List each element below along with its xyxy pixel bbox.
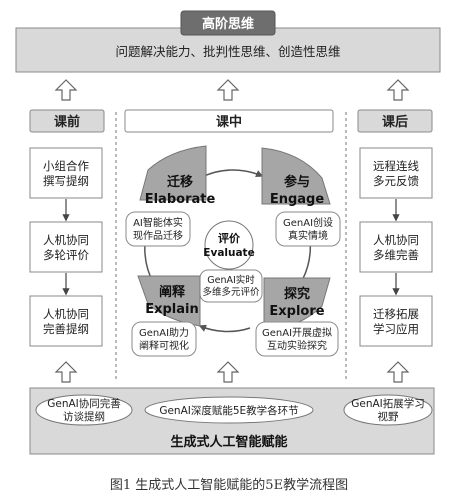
engage-en: Engage <box>270 192 325 207</box>
engage-cn: 参与 <box>284 174 310 190</box>
explain-en: Explain <box>145 302 199 317</box>
after-step-box <box>359 295 433 347</box>
explain-note: GenAI助力阐释可视化 <box>139 326 189 352</box>
elaborate-note-box <box>125 211 191 247</box>
phase-before-label: 课前 <box>54 114 80 130</box>
bottom-cloud <box>35 394 133 426</box>
bottom-cloud <box>343 394 433 426</box>
top-subtitle: 问题解决能力、批判性思维、创造性思维 <box>115 44 340 59</box>
explain-shape <box>137 275 201 327</box>
phase-during-label: 课中 <box>216 114 242 130</box>
after-step-text: 迁移拓展学习应用 <box>373 307 419 336</box>
elaborate-note: AI智能体实现作品迁移 <box>133 216 183 242</box>
explain-note-box <box>131 321 197 357</box>
engage-note-box <box>275 211 341 247</box>
evaluate-note: GenAI实时多维多元评价 <box>202 274 260 298</box>
before-step-text: 小组合作撰写提纲 <box>43 159 89 188</box>
engage-shape <box>261 147 331 205</box>
top-title: 高阶思维 <box>202 16 254 32</box>
before-step-text: 人机协同完善提纲 <box>43 307 89 336</box>
phase-after-header <box>357 109 433 133</box>
teaching-flow-diagram: 高阶思维 问题解决能力、批判性思维、创造性思维 课前 课中 课后 小组合作撰写提… <box>15 10 441 455</box>
after-step-text: 远程连线多元反馈 <box>373 159 419 188</box>
elaborate-cn: 迁移 <box>167 174 193 190</box>
evaluate-cn: 评价 <box>218 232 241 245</box>
evaluate-circle <box>204 220 254 270</box>
up-arrow-icon <box>54 361 410 383</box>
before-step-box <box>29 221 103 273</box>
cycle-arc <box>198 324 251 333</box>
elaborate-en: Elaborate <box>145 192 216 207</box>
after-step-box <box>359 221 433 273</box>
bottom-cloud-text: GenAI拓展学习视野 <box>351 397 425 423</box>
up-arrow-icon <box>54 79 410 101</box>
explore-note-box <box>255 321 339 357</box>
engage-note: GenAI创设真实情境 <box>283 216 333 242</box>
before-step-text: 人机协同多轮评价 <box>43 233 89 262</box>
elaborate-shape <box>139 145 207 201</box>
bottom-cloud-text: GenAI协同完善访谈提纲 <box>47 397 121 423</box>
after-step-box <box>359 147 433 199</box>
evaluate-en: Evaluate <box>203 247 254 259</box>
bottom-cloud-text: GenAI深度赋能5E教学各环节 <box>159 404 298 417</box>
phase-after-label: 课后 <box>382 114 408 130</box>
after-step-text: 人机协同多维完善 <box>373 233 419 262</box>
explain-cn: 阐释 <box>159 284 186 300</box>
cycle-arc <box>199 169 264 179</box>
top-title-box <box>180 10 276 36</box>
explore-cn: 探究 <box>284 286 310 302</box>
explore-en: Explore <box>269 304 324 319</box>
phase-during-header <box>124 109 334 133</box>
figure-caption: 图1 生成式人工智能赋能的5E教学流程图 <box>109 478 349 493</box>
phase-before-header <box>29 109 105 133</box>
five-e-cycle: 迁移 Elaborate AI智能体实现作品迁移 参与 Engage GenAI… <box>125 145 341 357</box>
explore-note: GenAI开展虚拟互动实验探究 <box>262 326 332 352</box>
before-step-box <box>29 147 103 199</box>
before-step-box <box>29 295 103 347</box>
bottom-cloud <box>144 396 314 424</box>
bottom-title: 生成式人工智能赋能 <box>170 434 287 450</box>
